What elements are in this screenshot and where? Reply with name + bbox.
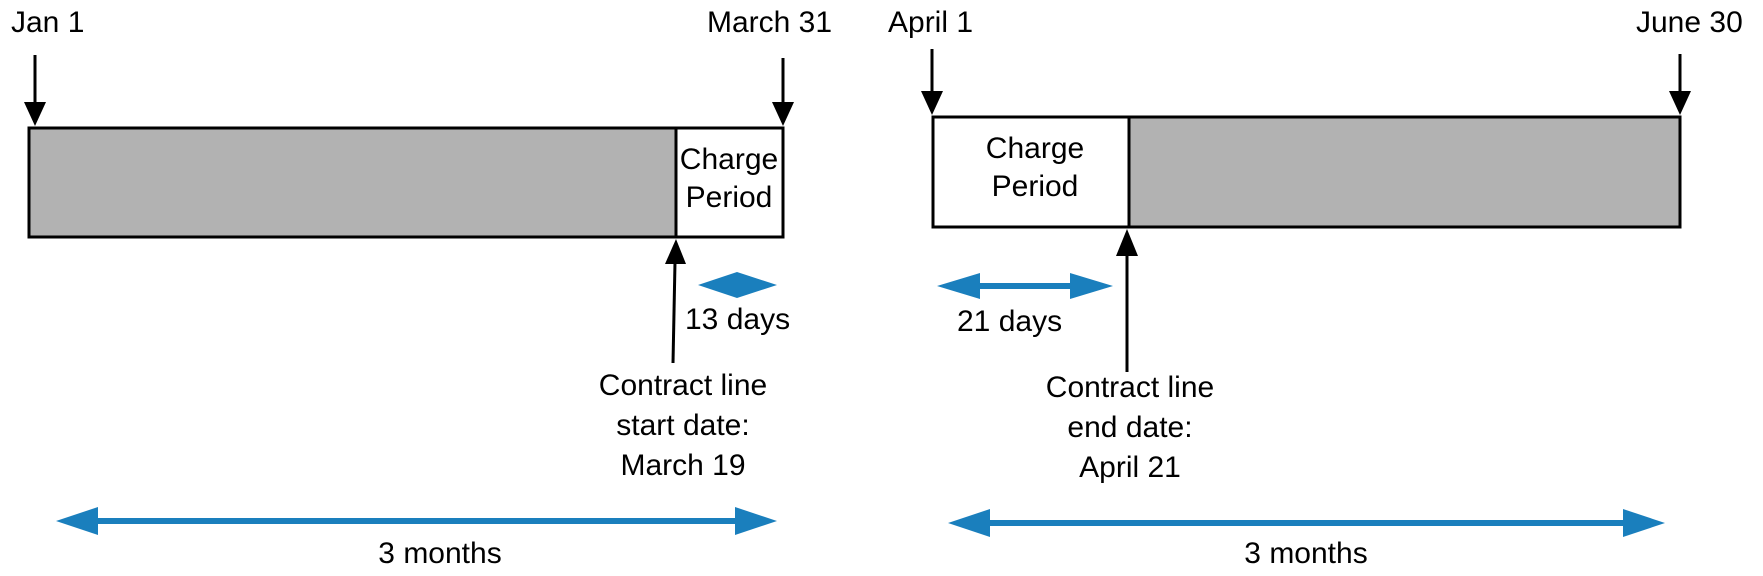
left-end-arrow: [772, 58, 794, 126]
left-end-date-label: March 31: [707, 6, 833, 39]
right-end-arrow: [1669, 54, 1691, 115]
right-charge-days-label: 21 days: [957, 305, 1063, 338]
left-contract-start-arrow: [665, 239, 686, 364]
right-duration-label: 3 months: [1244, 537, 1368, 570]
right-timeline: [921, 49, 1691, 537]
left-charge-period-box: [674, 126, 785, 239]
right-charge-period-box: [931, 115, 1131, 229]
left-contract-start-label: Contract line start date: March 19: [598, 369, 768, 482]
right-contract-end-label: Contract line end date: April 21: [1045, 371, 1215, 484]
right-charge-days-arrow: [937, 273, 1113, 299]
right-duration-arrow: [948, 509, 1665, 537]
left-duration-label: 3 months: [378, 537, 502, 570]
left-timeline: [24, 55, 794, 535]
right-start-arrow: [921, 49, 943, 115]
left-charge-days-arrow: [698, 272, 777, 298]
right-gray-segment: [1127, 115, 1682, 229]
left-start-arrow: [24, 55, 46, 126]
right-end-date-label: June 30: [1636, 6, 1743, 39]
left-gray-segment: [27, 126, 678, 239]
left-charge-period-label: Charge Period: [679, 143, 779, 214]
right-start-date-label: April 1: [888, 6, 974, 39]
left-charge-days-label: 13 days: [685, 303, 791, 336]
left-duration-arrow: [56, 507, 777, 535]
left-start-date-label: Jan 1: [11, 6, 85, 39]
right-contract-end-arrow: [1116, 229, 1138, 372]
right-charge-period-label: Charge Period: [985, 132, 1085, 203]
